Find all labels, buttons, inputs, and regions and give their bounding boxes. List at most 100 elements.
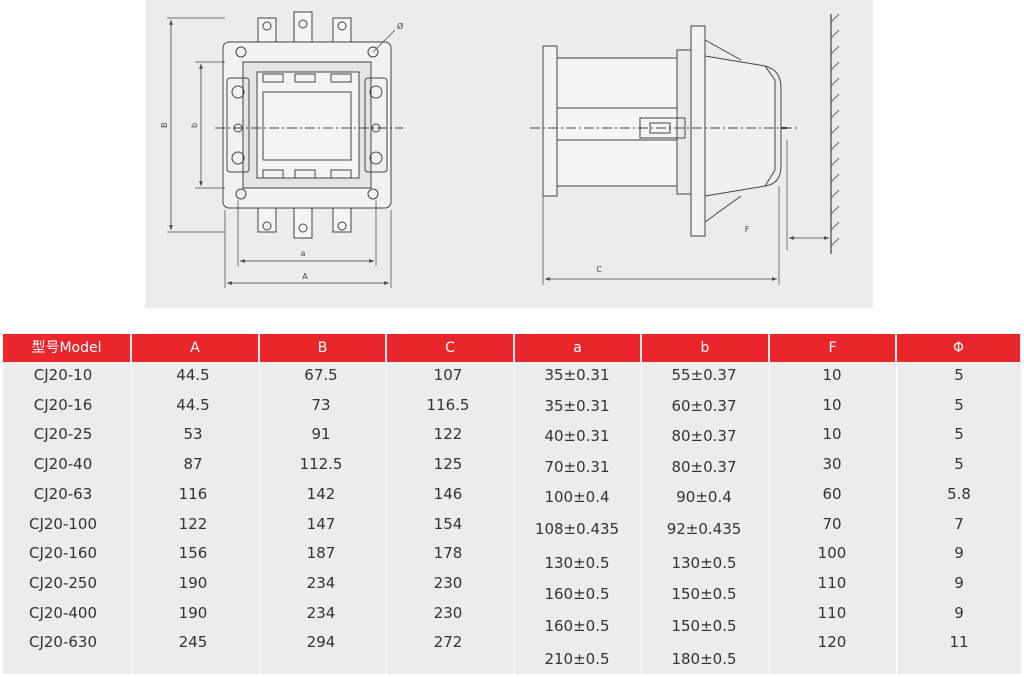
column-divider — [896, 362, 897, 674]
cell-B: 187 — [306, 544, 336, 563]
cell-F: 110 — [817, 603, 847, 622]
header-phi: Φ — [897, 334, 1020, 362]
cell-model: CJ20-40 — [33, 455, 93, 474]
cell-C: 107 — [433, 366, 463, 384]
cell-b: 92±0.435 — [666, 519, 742, 538]
cell-B: 91 — [311, 425, 331, 444]
dimension-drawing: B b a A Ø — [145, 0, 873, 308]
cell-A: 53 — [183, 425, 203, 444]
cell-A: 87 — [183, 455, 203, 474]
header-B: B — [260, 334, 385, 362]
cell-F: 100 — [817, 544, 847, 563]
cell-b: 80±0.37 — [671, 427, 737, 445]
header-b: b — [642, 334, 768, 362]
cell-A: 122 — [178, 514, 208, 533]
cell-F: 30 — [822, 455, 842, 474]
cell-phi: 5 — [954, 366, 964, 384]
cell-b: 80±0.37 — [671, 458, 737, 476]
cell-C: 146 — [433, 484, 463, 503]
cell-model: CJ20-16 — [33, 395, 93, 414]
dim-label-b: b — [190, 123, 199, 128]
dim-label-A: A — [302, 272, 308, 281]
cell-model: CJ20-63 — [33, 484, 93, 503]
cell-a: 40±0.31 — [544, 427, 610, 445]
cell-A: 116 — [178, 484, 208, 503]
cell-B: 147 — [306, 514, 336, 533]
cell-b: 90±0.4 — [676, 488, 732, 506]
cell-phi: 7 — [954, 514, 964, 533]
cell-model: CJ20-10 — [33, 366, 93, 384]
cell-phi: 5 — [954, 425, 964, 444]
header-a: a — [515, 334, 640, 362]
cell-a: 160±0.5 — [544, 616, 610, 635]
cell-B: 234 — [306, 573, 336, 592]
cell-a: 70±0.31 — [544, 458, 610, 476]
cell-C: 178 — [433, 544, 463, 563]
cell-model: CJ20-160 — [28, 544, 98, 563]
cell-a: 35±0.31 — [544, 396, 610, 415]
cell-model: CJ20-100 — [28, 514, 98, 533]
cell-model: CJ20-630 — [28, 633, 98, 652]
header-model: 型号Model — [3, 334, 130, 362]
cell-b: 180±0.5 — [671, 650, 737, 668]
dim-label-C: C — [596, 265, 602, 274]
cell-a: 130±0.5 — [544, 554, 610, 572]
header-F: F — [770, 334, 895, 362]
column-divider — [769, 362, 770, 674]
cell-phi: 9 — [954, 544, 964, 563]
cell-B: 142 — [306, 484, 336, 503]
cell-b: 130±0.5 — [671, 554, 737, 572]
cell-a: 160±0.5 — [544, 585, 610, 603]
column-divider — [641, 362, 642, 674]
cell-B: 67.5 — [304, 366, 338, 384]
cell-b: 150±0.5 — [671, 616, 737, 635]
cell-phi: 5 — [954, 395, 964, 414]
cell-b: 150±0.5 — [671, 585, 737, 603]
cell-B: 234 — [306, 603, 336, 622]
cell-C: 272 — [433, 633, 463, 652]
cell-F: 60 — [822, 484, 842, 503]
cell-F: 10 — [822, 425, 842, 444]
dim-label-phi: Ø — [397, 21, 403, 31]
cell-B: 73 — [311, 395, 331, 414]
cell-F: 120 — [817, 633, 847, 652]
cell-phi: 9 — [954, 573, 964, 592]
cell-model: CJ20-400 — [28, 603, 98, 622]
cell-C: 154 — [433, 514, 463, 533]
side-view — [530, 13, 840, 285]
cell-phi: 5.8 — [947, 484, 971, 503]
cell-A: 190 — [178, 573, 208, 592]
contactor-dimension-svg: B b a A Ø — [160, 11, 840, 288]
cell-C: 116.5 — [426, 395, 470, 414]
front-view — [167, 11, 403, 288]
header-A: A — [132, 334, 258, 362]
cell-A: 245 — [178, 633, 208, 652]
cell-F: 70 — [822, 514, 842, 533]
cell-F: 10 — [822, 366, 842, 384]
cell-a: 210±0.5 — [544, 650, 610, 668]
cell-F: 110 — [817, 573, 847, 592]
cell-phi: 11 — [949, 633, 969, 652]
cell-B: 112.5 — [299, 455, 343, 474]
cell-A: 44.5 — [176, 395, 210, 414]
dim-label-a: a — [301, 249, 306, 258]
column-divider — [131, 362, 132, 674]
cell-C: 230 — [433, 603, 463, 622]
cell-a: 108±0.435 — [534, 519, 620, 538]
cell-C: 125 — [433, 455, 463, 474]
cell-B: 294 — [306, 633, 336, 652]
cell-a: 35±0.31 — [544, 366, 610, 384]
cell-F: 10 — [822, 395, 842, 414]
cell-a: 100±0.4 — [544, 488, 610, 506]
cell-A: 44.5 — [176, 366, 210, 384]
cell-b: 55±0.37 — [671, 366, 737, 384]
cell-model: CJ20-25 — [33, 425, 93, 444]
cell-C: 230 — [433, 573, 463, 592]
cell-phi: 5 — [954, 455, 964, 474]
cell-A: 156 — [178, 544, 208, 563]
cell-A: 190 — [178, 603, 208, 622]
cell-phi: 9 — [954, 603, 964, 622]
column-divider — [514, 362, 515, 674]
